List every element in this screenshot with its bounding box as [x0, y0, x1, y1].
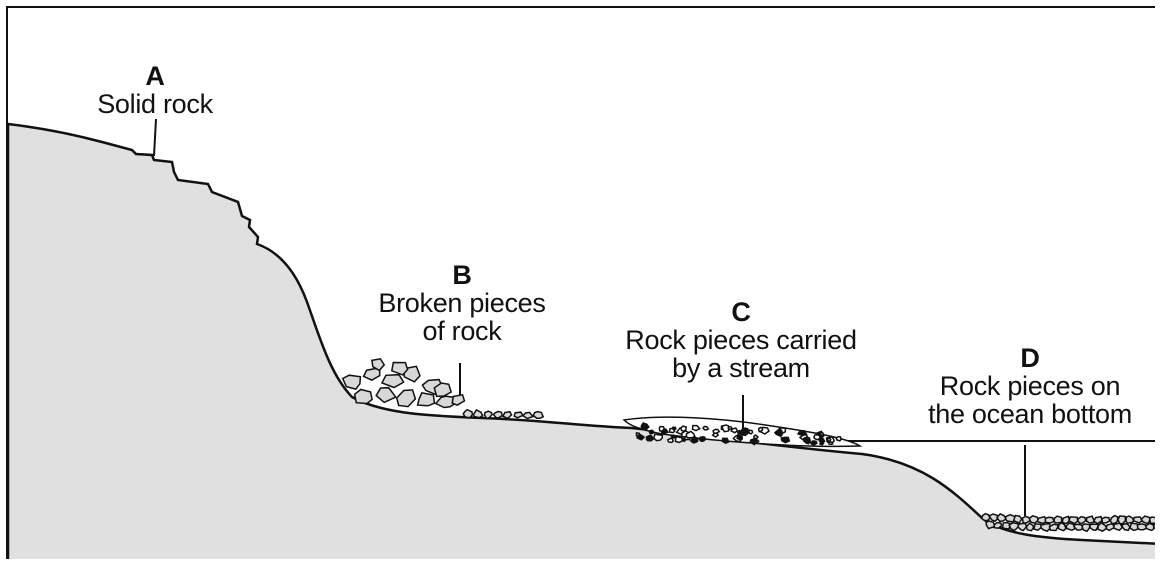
ocean-bottom-rock-piece	[1102, 517, 1110, 523]
label-c-text-line-1: Rock pieces carried	[596, 326, 886, 354]
stream-rock-piece	[703, 427, 708, 430]
label-c-letter: C	[596, 298, 886, 326]
label-b-letter: B	[352, 261, 572, 289]
stream-rock-piece	[820, 433, 824, 436]
label-a: A Solid rock	[80, 62, 230, 118]
ocean-bottom-rock-piece	[1003, 523, 1010, 530]
ocean-bottom-rock-piece	[997, 514, 1006, 521]
stream-rock-piece	[673, 427, 676, 430]
stream-rock-piece	[723, 438, 729, 443]
stream-rock-piece	[829, 442, 833, 445]
broken-rock-piece	[376, 388, 396, 403]
land-cross-section	[8, 124, 1155, 559]
diagram-frame: A Solid rock B Broken pieces of rock C R…	[6, 6, 1155, 559]
stream-rock-piece	[691, 438, 698, 443]
ocean-bottom-rock-piece	[1077, 517, 1086, 524]
label-a-text: Solid rock	[80, 90, 230, 118]
ocean-bottom-rock-piece	[1126, 516, 1134, 523]
broken-rock-piece	[392, 363, 408, 375]
ocean-bottom-rock-pieces	[982, 514, 1155, 532]
stream-rock-piece	[668, 438, 674, 442]
ocean-bottom-rock-piece	[1090, 524, 1098, 530]
broken-rock-piece	[397, 390, 416, 407]
label-b-text-line-1: Broken pieces	[352, 289, 572, 317]
stream-rock-piece	[649, 430, 654, 433]
label-b: B Broken pieces of rock	[352, 261, 572, 345]
label-d-text-line-2: the ocean bottom	[906, 400, 1154, 428]
stream-rock-piece	[828, 438, 831, 441]
ocean-bottom-rock-piece	[1054, 516, 1062, 523]
small-rock-piece	[523, 412, 533, 418]
ocean-bottom-rock-piece	[1087, 516, 1095, 523]
stream-rock-piece	[637, 435, 644, 440]
stream-rock-piece	[713, 433, 718, 437]
stream-rock-piece	[737, 435, 742, 440]
ocean-bottom-rock-piece	[1045, 517, 1054, 523]
small-rock-piece	[533, 412, 543, 419]
ocean-bottom-rock-piece	[1014, 516, 1022, 524]
ocean-bottom-rock-piece	[994, 523, 1001, 529]
ocean-bottom-rock-piece	[1122, 524, 1130, 531]
stream-rock-piece	[728, 427, 732, 429]
broken-rock-piece	[418, 393, 435, 406]
ocean-bottom-rock-piece	[1110, 516, 1118, 524]
small-rock-piece	[514, 412, 523, 418]
small-rock-piece	[463, 410, 472, 418]
stream-rock-piece	[810, 441, 817, 445]
stream-rock-piece	[798, 431, 806, 436]
stream-rock-piece	[738, 431, 742, 434]
label-d: D Rock pieces on the ocean bottom	[906, 344, 1154, 428]
stream-rock-piece	[759, 428, 763, 432]
label-b-text-line-2: of rock	[352, 317, 572, 345]
ocean-bottom-rock-piece	[1082, 524, 1090, 531]
leader-line-a	[154, 119, 156, 156]
ocean-bottom-rock-piece	[1018, 523, 1027, 530]
broken-rock-piece	[452, 395, 464, 405]
stream-rock-piece	[700, 437, 706, 442]
ocean-bottom-rock-piece	[1150, 517, 1155, 523]
small-rock-piece	[503, 412, 512, 419]
stream-rock-piece	[814, 435, 820, 440]
ocean-bottom-rock-piece	[1074, 524, 1082, 530]
label-a-letter: A	[80, 62, 230, 90]
stream-rock-piece	[681, 426, 686, 431]
small-rock-piece	[474, 410, 483, 418]
ocean-bottom-rock-piece	[1098, 523, 1107, 531]
stream-rock-piece	[682, 439, 685, 442]
stream-rock-piece	[647, 435, 654, 441]
broken-rock-piece	[355, 390, 373, 404]
stream-rock-piece	[671, 435, 675, 438]
stream-rock-piece	[781, 438, 786, 443]
stream-rock-piece	[820, 441, 824, 444]
ocean-bottom-rock-piece	[1066, 523, 1075, 530]
stream-rock-piece	[743, 428, 748, 432]
stream-rock-piece	[836, 437, 841, 441]
label-c-text-line-2: by a stream	[596, 354, 886, 382]
small-rock-piece	[493, 411, 502, 417]
ocean-bottom-rock-piece	[1118, 516, 1126, 524]
label-c: C Rock pieces carried by a stream	[596, 298, 886, 382]
label-d-text-line-1: Rock pieces on	[906, 372, 1154, 400]
stream-rock-piece	[659, 427, 664, 432]
label-d-letter: D	[906, 344, 1154, 372]
ocean-bottom-rock-piece	[1026, 523, 1033, 531]
broken-rock-piece	[382, 375, 404, 388]
stream-rock-piece	[654, 434, 663, 440]
broken-rock-piece	[343, 375, 361, 389]
